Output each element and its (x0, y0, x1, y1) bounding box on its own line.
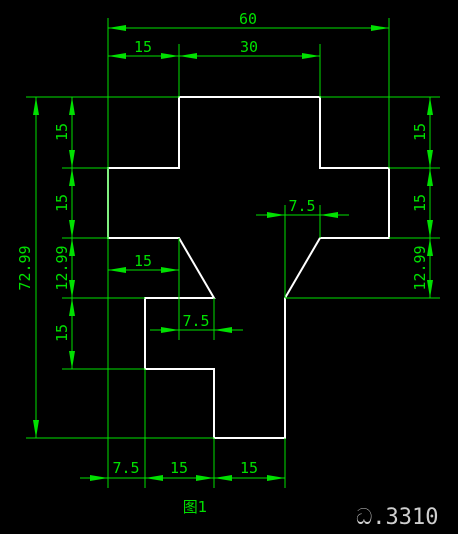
dim-top-overall: 60 (239, 10, 257, 28)
dim-left-overall: 72.99 (16, 245, 34, 290)
dim-inner-mid: 7.5 (182, 312, 209, 330)
watermark: ධ.3310 (356, 505, 439, 530)
dim-right-1: 15 (411, 123, 429, 141)
dim-bottom-2: 15 (170, 459, 188, 477)
dim-right-2: 15 (411, 194, 429, 212)
dim-inner-right: 7.5 (288, 197, 315, 215)
dim-left-3: 12.99 (53, 245, 71, 290)
bottom-dimensions (80, 238, 286, 488)
right-dimensions (285, 96, 440, 299)
dim-bottom-1: 7.5 (112, 459, 139, 477)
dim-right-3: 12.99 (411, 245, 429, 290)
dim-top-mid: 30 (240, 38, 258, 56)
top-dimensions (107, 18, 390, 238)
dim-left-1: 15 (53, 123, 71, 141)
inner-dimensions (108, 205, 349, 340)
dim-left-4: 15 (53, 324, 71, 342)
dim-top-left: 15 (134, 38, 152, 56)
dim-bottom-3: 15 (240, 459, 258, 477)
figure-caption: 图1 (183, 498, 208, 516)
dim-left-2: 15 (53, 194, 71, 212)
left-dimensions (26, 96, 214, 439)
dim-inner-left: 15 (134, 252, 152, 270)
